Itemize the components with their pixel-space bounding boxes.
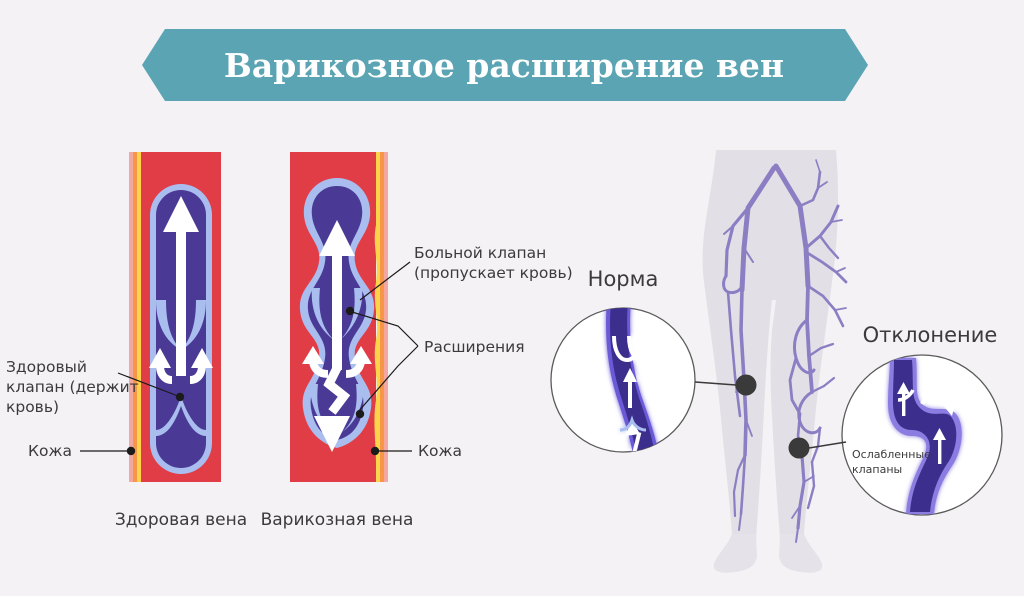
- normal-valve-cusp-left: [612, 335, 641, 363]
- normal-valve-cusp-right: [627, 335, 655, 363]
- varicose-recirc-arrowhead-left: [302, 346, 324, 364]
- varicose-skin-leader-dot: [370, 446, 380, 456]
- normal-detail-vein: [606, 308, 660, 452]
- dilations-dot-lower: [355, 409, 365, 419]
- abnormal-valve-cusp-left: [897, 389, 915, 402]
- abnormal-detail-callout: Отклонение Ослабл: [788, 323, 1003, 516]
- healthy-valve-label-line1: Здоровый: [6, 358, 87, 376]
- varicose-recirc-arrowhead-right: [350, 346, 372, 364]
- healthy-skin-label-group: Кожа: [28, 442, 136, 460]
- weakened-valves-label-line1: Ослабленные: [852, 448, 931, 461]
- page-title: Варикозное расширение вен: [224, 46, 784, 85]
- healthy-skin-label: Кожа: [28, 442, 72, 460]
- varicose-flow-arrow-up: [319, 220, 355, 370]
- normal-detail-callout: Норма: [550, 267, 757, 453]
- healthy-valve-label-line3: кровь): [6, 398, 59, 416]
- healthy-valve-closed: [156, 396, 206, 436]
- varicose-vein-diagram: Варикозная вена: [261, 152, 414, 530]
- dilations-leader-line-upper: [351, 311, 419, 347]
- normal-lower-valve-notch: [619, 415, 647, 432]
- varicose-valve-cusp-upper-left: [311, 288, 334, 340]
- healthy-backflow-arrowhead-right: [191, 348, 213, 368]
- varicose-valve-cusp-lower-right: [342, 384, 364, 432]
- varicose-reflux-zigzag: [323, 365, 351, 415]
- varicose-skin-layer-yellow: [374, 152, 380, 482]
- abnormal-leg-marker-dot: [788, 437, 810, 459]
- abnormal-detail-title: Отклонение: [863, 323, 998, 347]
- healthy-valve-cusp-upper-left: [156, 300, 181, 350]
- varicose-skin-label-group: Кожа: [370, 442, 462, 460]
- healthy-backflow-arrowhead-left: [149, 348, 171, 368]
- healthy-valve-leader-line: [117, 372, 179, 397]
- healthy-skin-layer-pink: [129, 152, 133, 482]
- abnormal-vein-lumen: [893, 360, 957, 512]
- varicose-skin-layer-orange: [380, 152, 384, 482]
- varicose-skin-layer-pink: [384, 152, 388, 482]
- healthy-valve-label-line2: клапан (держит: [6, 378, 139, 396]
- healthy-vein-caption: Здоровая вена: [115, 510, 247, 530]
- sick-valve-label-line2: (пропускает кровь): [414, 264, 573, 282]
- normal-flow-arrows: [623, 368, 642, 452]
- weakened-valves-label-line2: клапаны: [852, 463, 902, 476]
- title-banner: Варикозное расширение вен: [142, 29, 868, 101]
- healthy-valve-cusp-upper-right: [181, 300, 206, 350]
- sick-valve-label-group: Больной клапан (пропускает кровь): [359, 244, 573, 301]
- healthy-valve-label-group: Здоровый клапан (держит кровь): [6, 358, 185, 416]
- abnormal-reflux-curve: [920, 393, 950, 406]
- varicose-reflux-arrowhead-down: [314, 416, 350, 452]
- healthy-valve-leader-dot: [175, 392, 185, 402]
- right-foot: [779, 534, 823, 573]
- varicose-valve-cusp-upper-right: [340, 288, 363, 340]
- normal-detail-title: Норма: [588, 267, 659, 291]
- dilations-label: Расширения: [424, 338, 525, 356]
- healthy-flow-arrow-up: [163, 196, 199, 376]
- healthy-skin-layer-yellow: [137, 152, 141, 482]
- abnormal-flow-arrows: [897, 382, 946, 464]
- abnormal-reflux-arrowhead: [942, 400, 956, 416]
- abnormal-detail-vein: [888, 358, 962, 514]
- left-foot: [713, 534, 757, 573]
- healthy-skin-leader-dot: [126, 446, 136, 456]
- varicose-valve-cusp-lower-left: [310, 384, 332, 432]
- healthy-skin-layer-orange: [133, 152, 137, 482]
- normal-leg-marker-dot: [735, 374, 757, 396]
- dilations-dot-upper: [345, 306, 355, 316]
- dilations-label-group: Расширения: [345, 306, 525, 419]
- normal-detail-connector: [694, 381, 737, 386]
- dilations-leader-line-lower: [357, 345, 419, 413]
- varicose-skin-label: Кожа: [418, 442, 462, 460]
- sick-valve-label-line1: Больной клапан: [414, 244, 546, 262]
- healthy-vein-diagram: Здоровая вена: [115, 152, 247, 530]
- varicose-vein-caption: Варикозная вена: [261, 510, 414, 530]
- sick-valve-leader-line: [359, 261, 411, 301]
- banner-shape: [142, 29, 868, 101]
- abnormal-detail-connector: [808, 441, 847, 449]
